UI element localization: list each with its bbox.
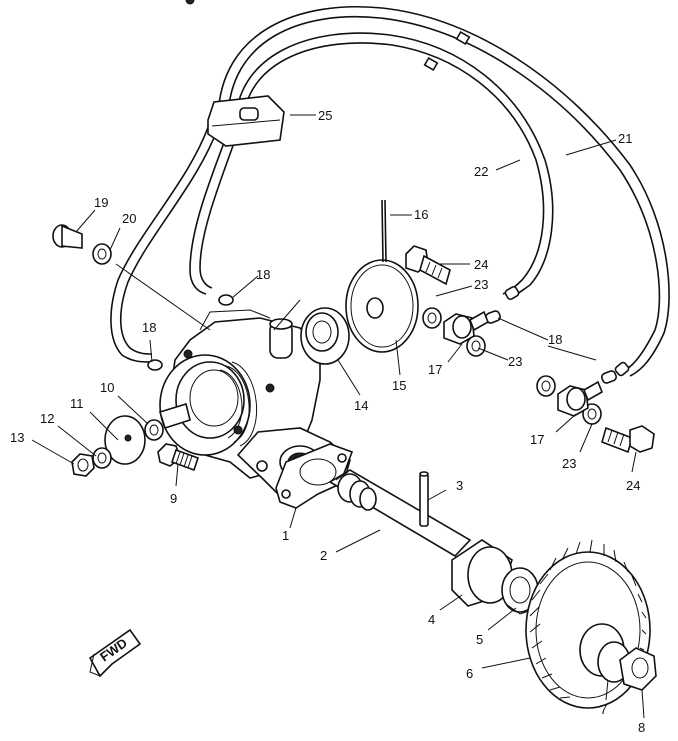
callout-5: 5 [476,632,483,647]
callout-6: 6 [466,666,473,681]
shaft-collar [451,539,539,615]
oil-hoses [110,6,670,377]
gear-nut [597,641,657,691]
callout-3: 3 [456,478,463,493]
callout-12: 12 [40,411,54,426]
callout-20: 20 [122,211,136,226]
callout-14: 14 [354,398,368,413]
callout-18-top: 18 [256,267,270,282]
callout-18-left: 18 [142,320,156,335]
banjo-fittings [405,245,655,454]
screw-19 [52,224,112,265]
callout-7: 7 [600,702,607,717]
callout-2: 2 [320,548,327,563]
callout-10: 10 [100,380,114,395]
callout-9: 9 [170,491,177,506]
hose-fittings [147,294,617,384]
bearing-gear [300,199,419,365]
callout-19: 19 [94,195,108,210]
callout-23-mid: 23 [508,354,522,369]
callout-17-upper: 17 [428,362,442,377]
pulley-parts [71,415,164,477]
oil-pump-body [158,0,351,499]
callout-15: 15 [392,378,406,393]
callout-24-upper: 24 [474,257,488,272]
callout-labels: 25 21 22 16 19 20 24 18 23 18 18 23 17 1… [10,108,645,735]
callout-25: 25 [318,108,332,123]
callout-17-lower: 17 [530,432,544,447]
forward-arrow: FWD [88,628,142,678]
callout-23-upper: 23 [474,277,488,292]
leader-lines [31,114,645,719]
callout-13: 13 [10,430,24,445]
callout-8: 8 [638,720,645,735]
callout-16: 16 [414,207,428,222]
pump-drive-shaft [328,469,472,558]
callout-1: 1 [282,528,289,543]
callout-11: 11 [70,396,84,411]
callout-18-right: 18 [548,332,562,347]
callout-21: 21 [618,131,632,146]
bolt-9 [157,443,200,472]
callout-23-lower: 23 [562,456,576,471]
callout-24-lower: 24 [626,478,640,493]
callout-22: 22 [474,164,488,179]
callout-4: 4 [428,612,435,627]
